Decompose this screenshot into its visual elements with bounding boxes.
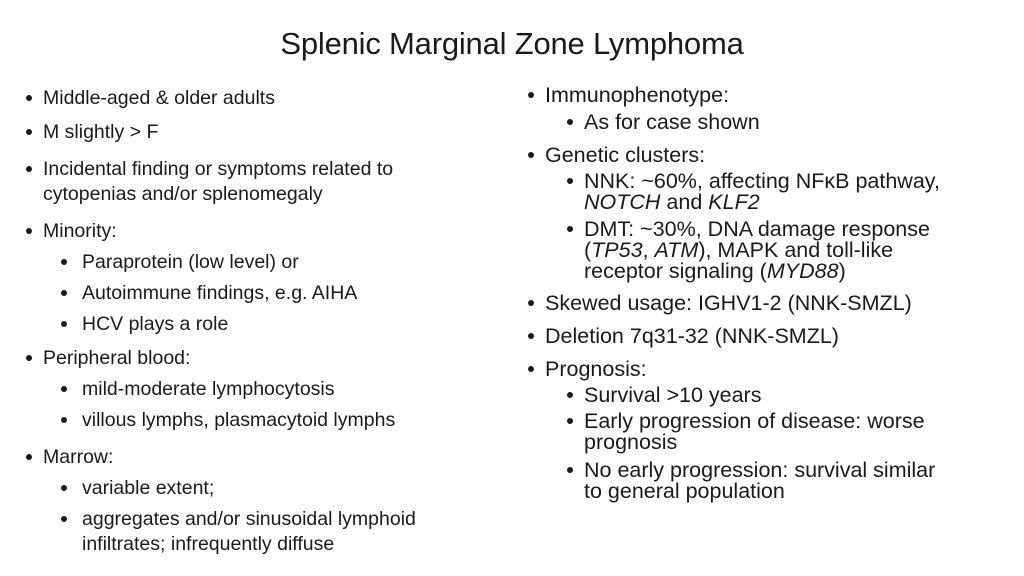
sub-list-item: Autoimmune findings, e.g. AIHA — [82, 282, 358, 304]
bullet-icon — [61, 516, 67, 522]
bullet-icon — [528, 300, 534, 306]
sub-list-item-continuation: NOTCH and KLF2 — [584, 190, 760, 214]
sub-list-item-continuation: receptor signaling (MYD88) — [584, 259, 846, 283]
bullet-icon — [528, 92, 534, 98]
list-item: Incidental finding or symptoms related t… — [43, 158, 394, 180]
gene-name: KLF2 — [708, 190, 760, 214]
list-item: Deletion 7q31-32 (NNK-SMZL) — [545, 324, 839, 348]
gene-name: TP53 — [591, 238, 643, 262]
sub-list-item: No early progression: survival similar — [584, 458, 936, 482]
sub-list-item: As for case shown — [584, 110, 760, 134]
list-item: Skewed usage: IGHV1-2 (NNK-SMZL) — [545, 291, 912, 315]
bullet-icon — [567, 467, 573, 473]
list-item: Marrow: — [43, 446, 114, 468]
sub-list-item-continuation: infiltrates; infrequently diffuse — [82, 533, 335, 555]
bullet-icon — [26, 355, 32, 361]
sub-list-item-continuation: to general population — [584, 479, 785, 503]
sub-list-item: DMT: ~30%, DNA damage response — [584, 217, 930, 241]
bullet-icon — [61, 290, 67, 296]
list-item: Peripheral blood: — [43, 347, 191, 369]
sub-list-item: NNK: ~60%, affecting NFκB pathway, — [584, 169, 940, 193]
sub-list-item: Survival >10 years — [584, 383, 762, 407]
gene-name: ATM — [654, 238, 699, 262]
bullet-icon — [26, 228, 32, 234]
bullet-icon — [567, 119, 573, 125]
gene-name: NOTCH — [584, 190, 661, 214]
sub-list-item-continuation: (TP53, ATM), MAPK and toll-like — [584, 238, 894, 262]
bullet-icon — [26, 454, 32, 460]
sub-list-item: HCV plays a role — [82, 313, 229, 335]
slide-title: Splenic Marginal Zone Lymphoma — [280, 26, 744, 61]
sub-list-item: aggregates and/or sinusoidal lymphoid — [82, 508, 416, 530]
list-item: Prognosis: — [545, 357, 647, 381]
bullet-icon — [61, 485, 67, 491]
bullet-icon — [528, 333, 534, 339]
list-item: M slightly > F — [43, 121, 159, 143]
list-item: Genetic clusters: — [545, 143, 706, 167]
bullet-icon — [528, 366, 534, 372]
bullet-icon — [61, 321, 67, 327]
bullet-icon — [26, 95, 32, 101]
bullet-icon — [26, 166, 32, 172]
bullet-icon — [567, 226, 573, 232]
sub-list-item: villous lymphs, plasmacytoid lymphs — [82, 409, 396, 431]
bullet-icon — [567, 178, 573, 184]
bullet-icon — [61, 259, 67, 265]
bullet-icon — [528, 152, 534, 158]
sub-list-item: Paraprotein (low level) or — [82, 251, 299, 273]
sub-list-item-continuation: prognosis — [584, 430, 678, 454]
bullet-icon — [61, 417, 67, 423]
list-item: Minority: — [43, 220, 117, 242]
bullet-icon — [567, 392, 573, 398]
list-item-continuation: cytopenias and/or splenomegaly — [43, 183, 323, 205]
bullet-icon — [567, 418, 573, 424]
sub-list-item: Early progression of disease: worse — [584, 409, 925, 433]
gene-name: MYD88 — [766, 259, 839, 283]
bullet-icon — [61, 386, 67, 392]
bullet-icon — [26, 129, 32, 135]
sub-list-item: variable extent; — [82, 477, 215, 499]
sub-list-item: mild-moderate lymphocytosis — [82, 378, 335, 400]
list-item: Middle-aged & older adults — [43, 87, 275, 109]
list-item: Immunophenotype: — [545, 83, 730, 107]
